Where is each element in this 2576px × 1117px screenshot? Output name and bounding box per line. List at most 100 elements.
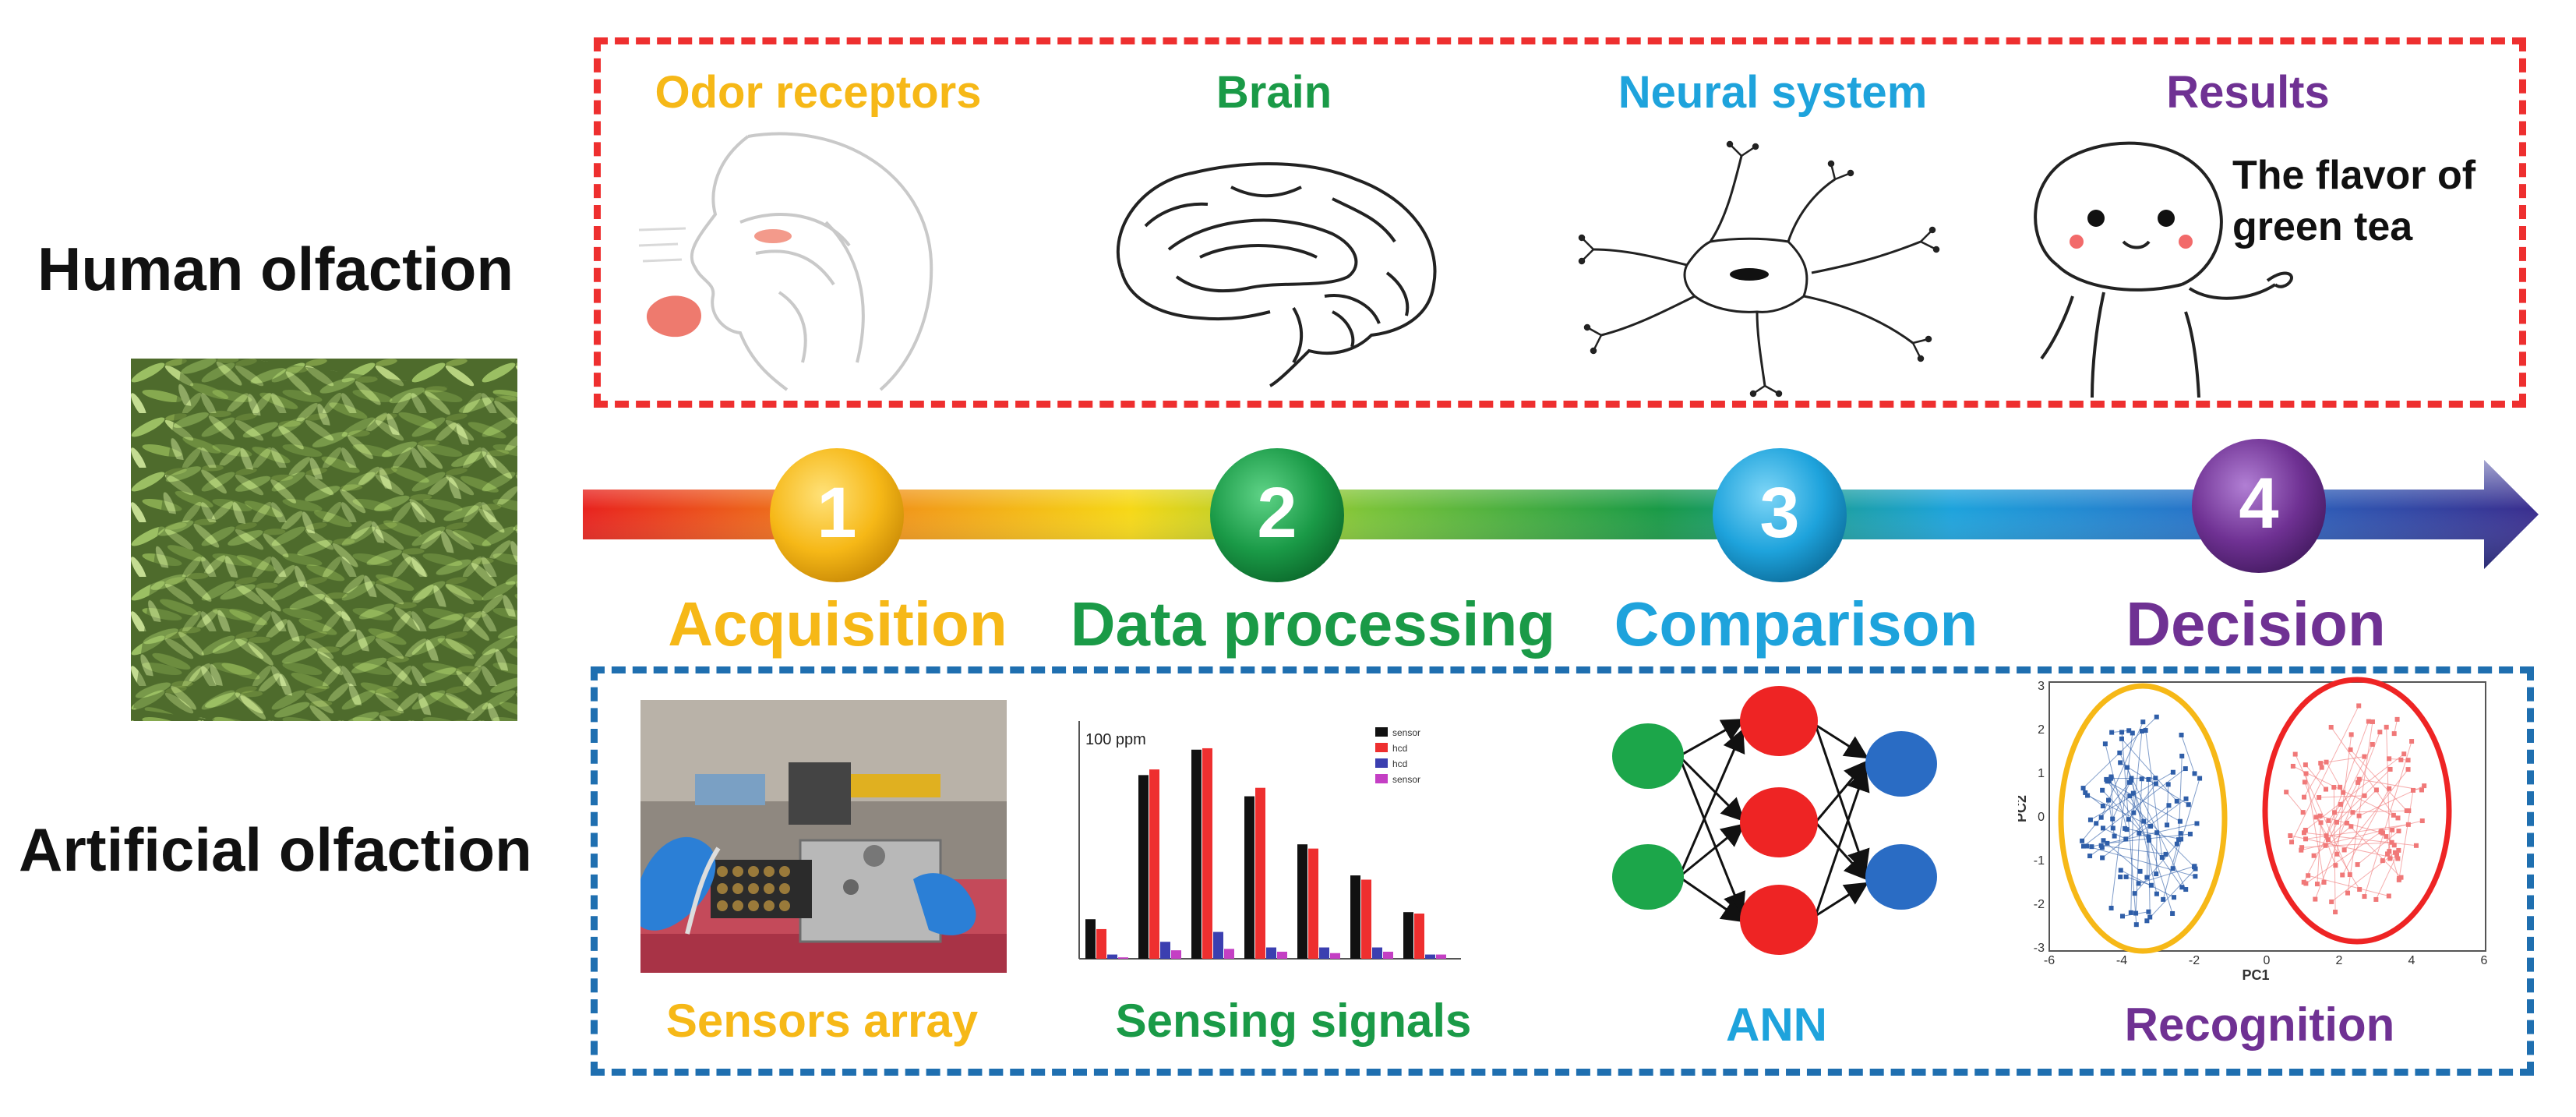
step-2-label: Data processing — [1070, 589, 1556, 659]
bar-g4-s1 — [1244, 796, 1254, 959]
legend-label-2: hcd — [1392, 743, 1407, 754]
pca-point-2-33 — [2384, 724, 2389, 730]
pca-point-2-47 — [2326, 818, 2331, 823]
pca-point-2-60 — [2394, 716, 2400, 722]
pca-point-2-91 — [2394, 852, 2399, 857]
pca-point-2-24 — [2341, 847, 2347, 853]
pca-point-2-64 — [2341, 790, 2346, 795]
pca-point-1-52 — [2165, 782, 2171, 787]
bar-g3-s1 — [1191, 749, 1202, 959]
step-3-label: Comparison — [1614, 589, 1978, 659]
pca-point-1-87 — [2087, 817, 2093, 822]
pca-point-2-62 — [2290, 763, 2295, 769]
ann-input-node-1 — [1612, 723, 1684, 789]
pca-point-2-34 — [2302, 794, 2307, 800]
pca-ytick-5: -1 — [2034, 854, 2045, 868]
pca-point-2-17 — [2409, 739, 2415, 744]
pca-point-2-28 — [2397, 875, 2402, 881]
pca-point-2-81 — [2401, 751, 2407, 757]
pca-point-1-23 — [2144, 918, 2150, 924]
ann-hidden-node-2 — [1740, 787, 1818, 857]
pca-point-1-2 — [2163, 851, 2168, 857]
bar-g2-s4 — [1171, 950, 1181, 959]
step-2-badge: 2 — [1208, 446, 1346, 585]
pca-point-1-26 — [2143, 728, 2148, 733]
pca-point-2-95 — [2348, 747, 2353, 752]
pca-point-2-29 — [2411, 787, 2416, 793]
pca-point-2-94 — [2404, 808, 2409, 814]
pca-point-2-19 — [2370, 741, 2375, 747]
pca-point-2-13 — [2317, 795, 2322, 801]
bar-g5-s4 — [1330, 953, 1340, 959]
pca-point-2-3 — [2317, 813, 2323, 818]
bar-g4-s2 — [1255, 787, 1265, 959]
pca-point-2-93 — [2323, 843, 2328, 848]
pca-point-2-79 — [2329, 899, 2334, 904]
pca-point-2-15 — [2348, 732, 2354, 737]
pca-point-2-98 — [2419, 818, 2425, 824]
pca-point-1-45 — [2133, 922, 2139, 928]
ann-hidden-node-3 — [1740, 885, 1818, 955]
pca-point-2-85 — [2318, 761, 2324, 766]
pca-point-1-65 — [2146, 776, 2151, 782]
legend-swatch-4 — [1375, 774, 1388, 783]
pca-point-1-85 — [2080, 843, 2086, 849]
pca-point-1-61 — [2126, 817, 2131, 822]
step-4-label: Decision — [2126, 589, 2386, 659]
pca-point-1-79 — [2105, 840, 2110, 846]
bar-g7-s1 — [1403, 912, 1413, 959]
pca-point-2-4 — [2311, 853, 2317, 858]
speech-line-1: The flavor of — [2232, 153, 2476, 198]
pca-point-2-99 — [2299, 847, 2304, 853]
pca-point-2-103 — [2340, 872, 2345, 878]
pca-point-2-78 — [2392, 850, 2398, 855]
bar-g6-s2 — [1361, 879, 1371, 959]
bar-g5-s1 — [1297, 844, 1307, 959]
pca-point-1-105 — [2161, 896, 2166, 902]
pca-point-1-18 — [2112, 833, 2117, 839]
pca-point-1-75 — [2192, 864, 2197, 869]
neural-system-title: Neural system — [1618, 67, 1928, 118]
pca-point-1-99 — [2126, 779, 2132, 785]
pca-point-1-39 — [2192, 771, 2197, 776]
bar-g4-s4 — [1277, 951, 1287, 959]
pca-point-1-91 — [2124, 827, 2130, 832]
legend-swatch-1 — [1375, 727, 1388, 737]
recognition-caption: Recognition — [2124, 999, 2395, 1051]
legend-swatch-2 — [1375, 743, 1388, 752]
bar-g1-s2 — [1096, 928, 1106, 959]
ann-diagram — [1612, 686, 1937, 955]
pca-point-1-15 — [2100, 855, 2105, 861]
pca-point-1-27 — [2159, 854, 2165, 860]
bar-g2-s2 — [1149, 769, 1159, 959]
pca-point-2-89 — [2366, 719, 2371, 724]
ann-caption: ANN — [1726, 999, 1827, 1051]
pca-point-1-59 — [2085, 793, 2091, 798]
pca-point-1-93 — [2118, 760, 2123, 765]
pca-point-2-82 — [2314, 882, 2320, 887]
pca-point-2-76 — [2380, 858, 2385, 864]
pca-point-2-107 — [2386, 893, 2391, 899]
pca-point-1-31 — [2174, 798, 2179, 804]
pca-ytick-6: -2 — [2034, 898, 2045, 911]
pca-point-1-29 — [2179, 836, 2184, 842]
pca-point-2-66 — [2333, 910, 2338, 915]
bar-g3-s2 — [1202, 748, 1212, 959]
pca-point-2-48 — [2313, 815, 2319, 820]
pca-point-1-101 — [2154, 891, 2159, 896]
sensors-array-photo — [640, 700, 1007, 973]
pca-point-1-63 — [2174, 841, 2179, 847]
brain-title: Brain — [1216, 67, 1332, 118]
pca-point-2-5 — [2348, 824, 2354, 829]
pca-point-1-17 — [2170, 910, 2175, 916]
bar-g6-s1 — [1350, 875, 1360, 959]
pca-point-2-87 — [2395, 856, 2401, 861]
ann-output-node-2 — [1865, 844, 1937, 910]
pca-point-2-49 — [2357, 887, 2363, 893]
pca-point-2-77 — [2387, 849, 2392, 854]
bar-g5-s3 — [1319, 947, 1329, 959]
pca-point-1-69 — [2100, 825, 2105, 831]
pca-point-1-57 — [2146, 834, 2151, 840]
